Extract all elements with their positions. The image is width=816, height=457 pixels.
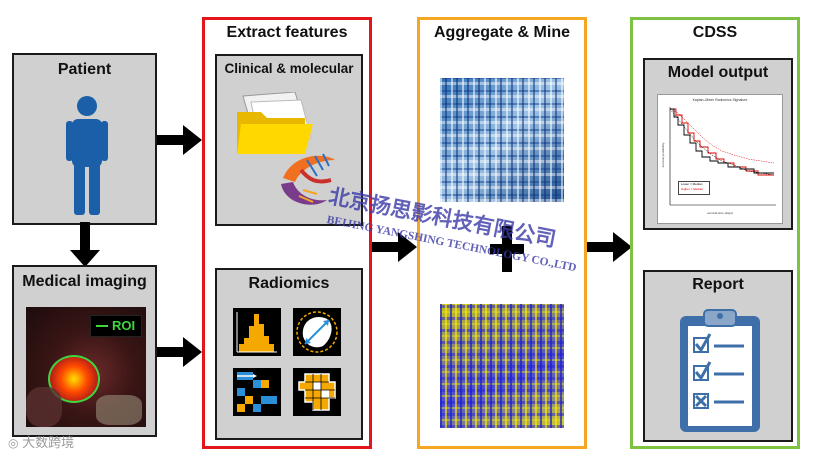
aggregate-mine-column: Aggregate & Mine	[417, 17, 587, 449]
clipboard-icon	[680, 309, 760, 432]
arrow-right-icon	[372, 232, 417, 262]
roi-label-box: ROI	[90, 315, 142, 337]
texture-tile	[233, 368, 281, 416]
report-panel: Report	[643, 270, 793, 442]
patient-icon	[66, 96, 108, 215]
km-xlabel: survival time (days)	[707, 211, 733, 215]
medical-imaging-panel: Medical imaging ROI	[12, 265, 157, 437]
region-tile	[293, 368, 341, 416]
extract-features-title: Extract features	[226, 24, 348, 41]
arrow-down-icon	[70, 222, 100, 267]
extract-features-column: Extract features Clinical & molecular Ra…	[202, 17, 372, 449]
plus-icon	[490, 226, 524, 272]
report-title: Report	[692, 276, 744, 293]
km-plot-title: Kaplan–Meier Radiomics Signature	[692, 98, 748, 102]
km-ylabel: survival probability	[661, 142, 665, 168]
patient-panel: Patient	[12, 53, 157, 225]
shape-tile	[293, 308, 341, 356]
histogram-icon	[236, 312, 277, 353]
radiomics-panel: Radiomics	[215, 268, 363, 440]
ct-scan-image: ROI	[26, 307, 146, 427]
folder-icon	[237, 92, 313, 154]
arrow-right-icon	[157, 337, 202, 367]
model-output-panel: Model output Kaplan–Meier Radiomics Sign…	[643, 58, 793, 230]
km-curves	[669, 107, 776, 206]
blue-heatmap	[440, 78, 564, 202]
km-legend: Lower = Median Higher = Median	[678, 181, 710, 195]
arrow-right-icon	[157, 125, 202, 155]
footer-logo: ◎ 大数跨境	[8, 432, 74, 451]
cdss-column: CDSS Model output Kaplan–Meier Radiomics…	[630, 17, 800, 449]
footer-text: 大数跨境	[22, 435, 75, 450]
histogram-tile	[233, 308, 281, 356]
dna-logo-icon	[281, 153, 335, 205]
km-legend-item: Lower = Median	[681, 182, 703, 186]
model-output-title: Model output	[667, 64, 769, 81]
km-plot: Kaplan–Meier Radiomics Signature Lower =…	[657, 94, 783, 224]
km-legend-item: Higher = Median	[681, 187, 704, 191]
patient-title: Patient	[57, 61, 112, 78]
radiomics-title: Radiomics	[248, 275, 330, 292]
texture-grid-icon	[237, 372, 277, 412]
cdss-title: CDSS	[692, 24, 738, 41]
aggregate-mine-title: Aggregate & Mine	[433, 24, 570, 41]
weibo-icon: ◎	[8, 436, 19, 450]
yellow-heatmap	[440, 304, 564, 428]
medical-imaging-title: Medical imaging	[22, 273, 147, 290]
clinical-molecular-title: Clinical & molecular	[224, 61, 354, 76]
shape-diameter-icon	[296, 311, 338, 353]
arrow-right-icon	[587, 232, 632, 262]
clinical-molecular-panel: Clinical & molecular	[215, 54, 363, 226]
region-grid-icon	[298, 373, 336, 411]
roi-label: ROI	[112, 318, 136, 333]
